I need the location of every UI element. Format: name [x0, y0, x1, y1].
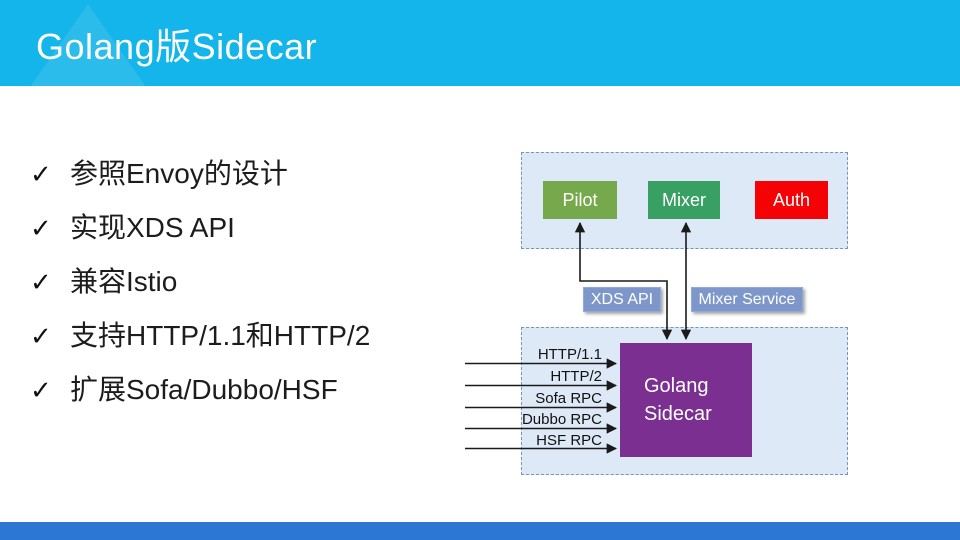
bullet-text: 兼容Istio [70, 266, 178, 297]
golang-sidecar-node: Golang Sidecar [620, 343, 752, 457]
protocol-label: HSF RPC [536, 432, 602, 449]
bullet-item: ✓ 扩展Sofa/Dubbo/HSF [30, 374, 470, 406]
check-icon: ✓ [30, 159, 52, 189]
bullet-item: ✓ 支持HTTP/1.1和HTTP/2 [30, 320, 470, 352]
protocol-label: Sofa RPC [535, 390, 602, 407]
slide-title: Golang版Sidecar [36, 26, 318, 67]
slide-header: Golang版Sidecar [0, 0, 960, 86]
bullet-text: 扩展Sofa/Dubbo/HSF [70, 374, 338, 405]
protocol-label: HTTP/1.1 [537, 346, 602, 363]
protocol-label: HTTP/2 [550, 368, 602, 385]
bullet-text: 实现XDS API [70, 212, 235, 243]
protocol-label: Dubbo RPC [521, 411, 602, 428]
mixer-service-label: Mixer Service [691, 287, 803, 312]
mixer-node: Mixer [648, 181, 720, 219]
xds-api-label: XDS API [583, 287, 661, 312]
bullet-item: ✓ 兼容Istio [30, 266, 470, 298]
pilot-node: Pilot [543, 181, 617, 219]
bullet-item: ✓ 参照Envoy的设计 [30, 158, 470, 190]
check-icon: ✓ [30, 321, 52, 351]
auth-node: Auth [755, 181, 828, 219]
bullet-list: ✓ 参照Envoy的设计 ✓ 实现XDS API ✓ 兼容Istio ✓ 支持H… [30, 158, 470, 428]
check-icon: ✓ [30, 213, 52, 243]
footer-bar [0, 522, 960, 540]
check-icon: ✓ [30, 267, 52, 297]
bullet-text: 支持HTTP/1.1和HTTP/2 [70, 320, 371, 351]
bullet-item: ✓ 实现XDS API [30, 212, 470, 244]
sidecar-label-line1: Golang [644, 375, 709, 397]
sidecar-label-line2: Sidecar [644, 403, 712, 425]
check-icon: ✓ [30, 375, 52, 405]
bullet-text: 参照Envoy的设计 [70, 158, 288, 189]
